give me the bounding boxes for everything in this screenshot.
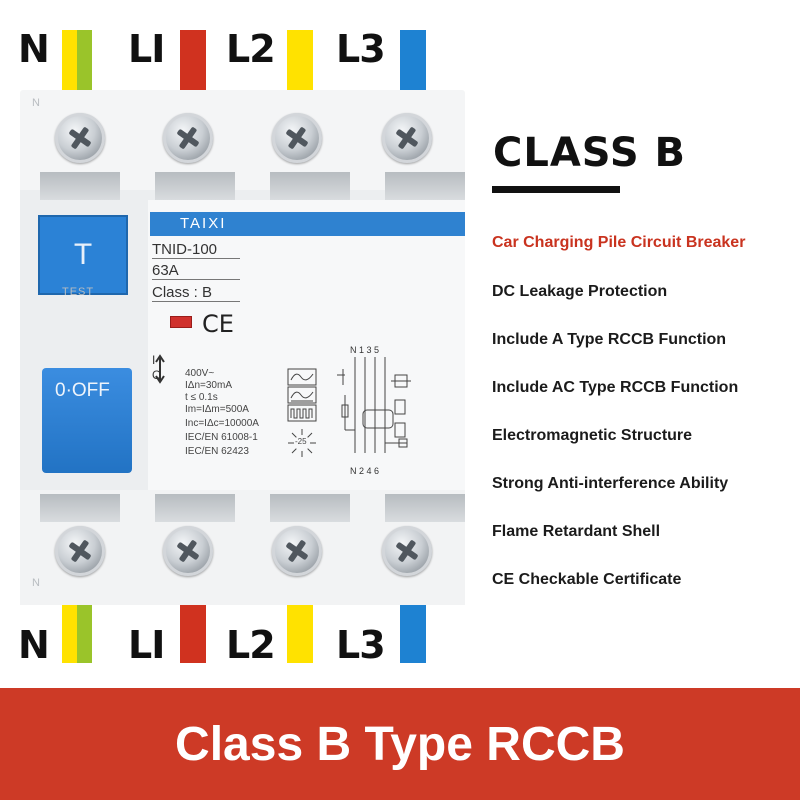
terminal-screw-icon[interactable]: [55, 526, 105, 576]
spec-trip-time: t ≤ 0.1s: [185, 392, 218, 403]
terminal-screw-icon[interactable]: [382, 113, 432, 163]
terminal-slot: [40, 494, 120, 522]
terminal-slot: [155, 172, 235, 200]
wire-label-l2-bottom: L2: [226, 623, 276, 667]
on-mark: I: [152, 353, 156, 367]
terminal-slot: [270, 494, 350, 522]
spec-standard-2: IEC/EN 62423: [185, 446, 249, 457]
feature-item: Strong Anti-interference Ability: [492, 475, 729, 492]
diagram-top-terminals: N 1 3 5: [350, 345, 380, 355]
spec-voltage: 400V~: [185, 368, 215, 379]
terminal-screw-icon[interactable]: [55, 113, 105, 163]
wire-label-l3-bottom: L3: [336, 623, 386, 667]
spec-standard-1: IEC/EN 61008-1: [185, 432, 258, 443]
heading-underline: [492, 186, 620, 193]
terminal-screw-icon[interactable]: [382, 526, 432, 576]
wire-l2-top: [287, 30, 313, 90]
banner-title: Class B Type RCCB: [175, 717, 625, 771]
terminal-slot: [385, 494, 465, 522]
title-banner: Class B Type RCCB: [0, 688, 800, 800]
spec-residual-current: IΔn=30mA: [185, 380, 232, 391]
class-label: Class : B: [152, 284, 240, 302]
feature-item: Include A Type RCCB Function: [492, 331, 727, 348]
wire-l3-bottom: [400, 605, 426, 663]
wire-label-n-top: N: [18, 27, 50, 71]
snowflake-icon: [288, 429, 316, 457]
model-number: TNID-100: [152, 241, 240, 259]
feature-item: Include AC Type RCCB Function: [492, 379, 739, 396]
wire-neutral-earth-top: [62, 30, 92, 90]
terminal-screw-icon[interactable]: [272, 526, 322, 576]
wire-label-l1-top: LI: [128, 27, 165, 71]
terminal-slot: [270, 172, 350, 200]
terminal-screw-icon[interactable]: [272, 113, 322, 163]
terminal-screw-icon[interactable]: [163, 113, 213, 163]
neutral-mark-top: N: [32, 97, 40, 109]
wire-neutral-earth-bottom: [62, 605, 92, 663]
terminal-slot: [385, 172, 465, 200]
brand-strip: TAIXI: [150, 212, 465, 236]
terminal-screw-icon[interactable]: [163, 526, 213, 576]
spec-making-capacity: Im=IΔm=500A: [185, 404, 249, 415]
feature-item: Car Charging Pile Circuit Breaker: [492, 234, 746, 251]
temperature-mark: -25: [295, 437, 307, 446]
circuit-diagram-icon: [337, 357, 411, 453]
updown-arrow-icon: [155, 354, 165, 384]
spec-short-circuit: Inc=IΔc=10000A: [185, 418, 259, 429]
wire-l1-top: [180, 30, 206, 90]
terminal-slot: [40, 172, 120, 200]
toggle-switch[interactable]: [42, 368, 132, 473]
test-button-label: T: [73, 238, 93, 271]
off-mark: O: [152, 368, 162, 382]
waveform-symbols-icon: [287, 368, 317, 422]
wire-label-l1-bottom: LI: [128, 623, 165, 667]
feature-item: Electromagnetic Structure: [492, 427, 693, 444]
on-off-marks: I O: [152, 353, 161, 383]
wire-label-l3-top: L3: [336, 27, 386, 71]
wire-label-n-bottom: N: [18, 623, 50, 667]
wire-l3-top: [400, 30, 426, 90]
top-terminal-slots: [40, 172, 465, 200]
neutral-mark-bottom: N: [32, 577, 40, 589]
toggle-label: 0·OFF: [55, 380, 110, 401]
terminal-slot: [155, 494, 235, 522]
test-caption: TEST: [62, 286, 95, 298]
test-button[interactable]: T: [38, 215, 128, 295]
diagram-bottom-terminals: N 2 4 6: [350, 466, 380, 476]
wire-l2-bottom: [287, 605, 313, 663]
wire-l1-bottom: [180, 605, 206, 663]
ce-mark: CE: [202, 310, 234, 338]
page-heading: CLASS B: [493, 130, 687, 176]
current-rating: 63A: [152, 262, 240, 280]
feature-item: Flame Retardant Shell: [492, 523, 661, 540]
wire-label-l2-top: L2: [226, 27, 276, 71]
indicator-window: [170, 316, 192, 328]
feature-item: DC Leakage Protection: [492, 283, 668, 300]
feature-item: CE Checkable Certificate: [492, 571, 682, 588]
bottom-terminal-slots: [40, 494, 465, 522]
